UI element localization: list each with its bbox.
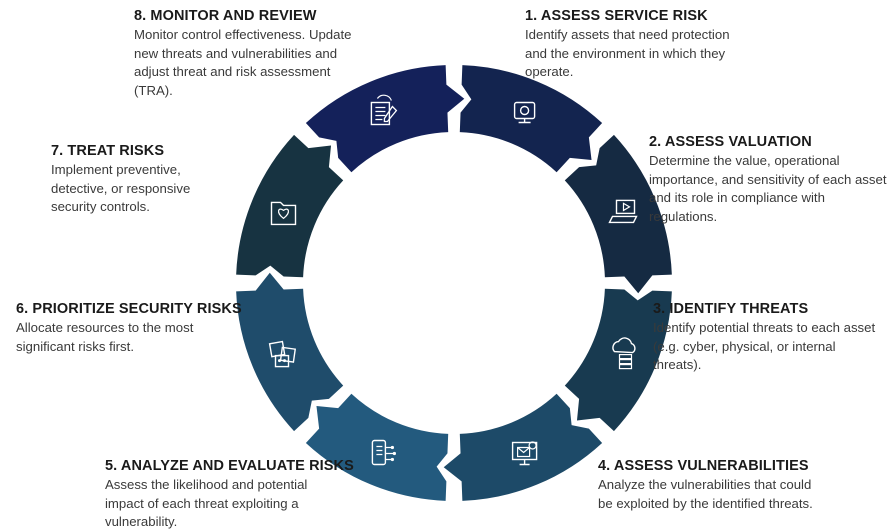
step-7-title: 7. TREAT RISKS: [51, 143, 165, 159]
step-5-title: 5. ANALYZE AND EVALUATE RISKS: [105, 458, 354, 474]
ring-segment-5: [305, 393, 449, 501]
step-4-title: 4. ASSESS VULNERABILITIES: [598, 458, 809, 474]
step-2: 2. ASSESS VALUATION Determine the value,…: [649, 133, 889, 226]
step-5: 5. ANALYZE AND EVALUATE RISKS Assess the…: [105, 457, 405, 532]
secure-folder-icon: [270, 201, 297, 226]
mobile-network-icon: [371, 439, 396, 466]
ring-segment-3: [564, 288, 672, 432]
step-8-title: 8. MONITOR AND REVIEW: [134, 8, 317, 24]
step-4: 4. ASSESS VULNERABILITIES Analyze the vu…: [598, 457, 878, 513]
laptop-video-icon: [608, 199, 638, 224]
step-8-description: Monitor control effectiveness. Update ne…: [134, 27, 352, 98]
ring-segment-6: [236, 272, 344, 432]
step-4-description: Analyze the vulnerabilities that could b…: [598, 477, 813, 511]
step-7-description: Implement preventive, detective, or resp…: [51, 162, 191, 214]
step-3: 3. IDENTIFY THREATS Identify potential t…: [653, 300, 889, 375]
webcam-monitor-icon: [513, 101, 536, 124]
step-3-title: 3. IDENTIFY THREATS: [653, 301, 809, 317]
mail-alert-monitor-icon: [511, 441, 538, 466]
step-8: 8. MONITOR AND REVIEW Monitor control ef…: [134, 7, 394, 100]
step-6-description: Allocate resources to the most significa…: [16, 320, 194, 354]
report-edit-icon: [370, 94, 398, 126]
step-2-description: Determine the value, operational importa…: [649, 153, 887, 224]
ring-segment-8: [305, 65, 465, 173]
step-1-description: Identify assets that need protection and…: [525, 27, 730, 79]
step-5-description: Assess the likelihood and potential impa…: [105, 477, 308, 529]
cloud-server-icon: [612, 337, 636, 370]
step-2-title: 2. ASSESS VALUATION: [649, 134, 812, 150]
step-6: 6. PRIORITIZE SECURITY RISKS Allocate re…: [16, 300, 316, 356]
step-6-title: 6. PRIORITIZE SECURITY RISKS: [16, 301, 242, 317]
step-7: 7. TREAT RISKS Implement preventive, det…: [51, 142, 271, 217]
priority-tags-icon: [268, 340, 297, 368]
step-1: 1. ASSESS SERVICE RISK Identify assets t…: [525, 7, 825, 82]
step-1-title: 1. ASSESS SERVICE RISK: [525, 8, 708, 24]
step-3-description: Identify potential threats to each asset…: [653, 320, 876, 372]
